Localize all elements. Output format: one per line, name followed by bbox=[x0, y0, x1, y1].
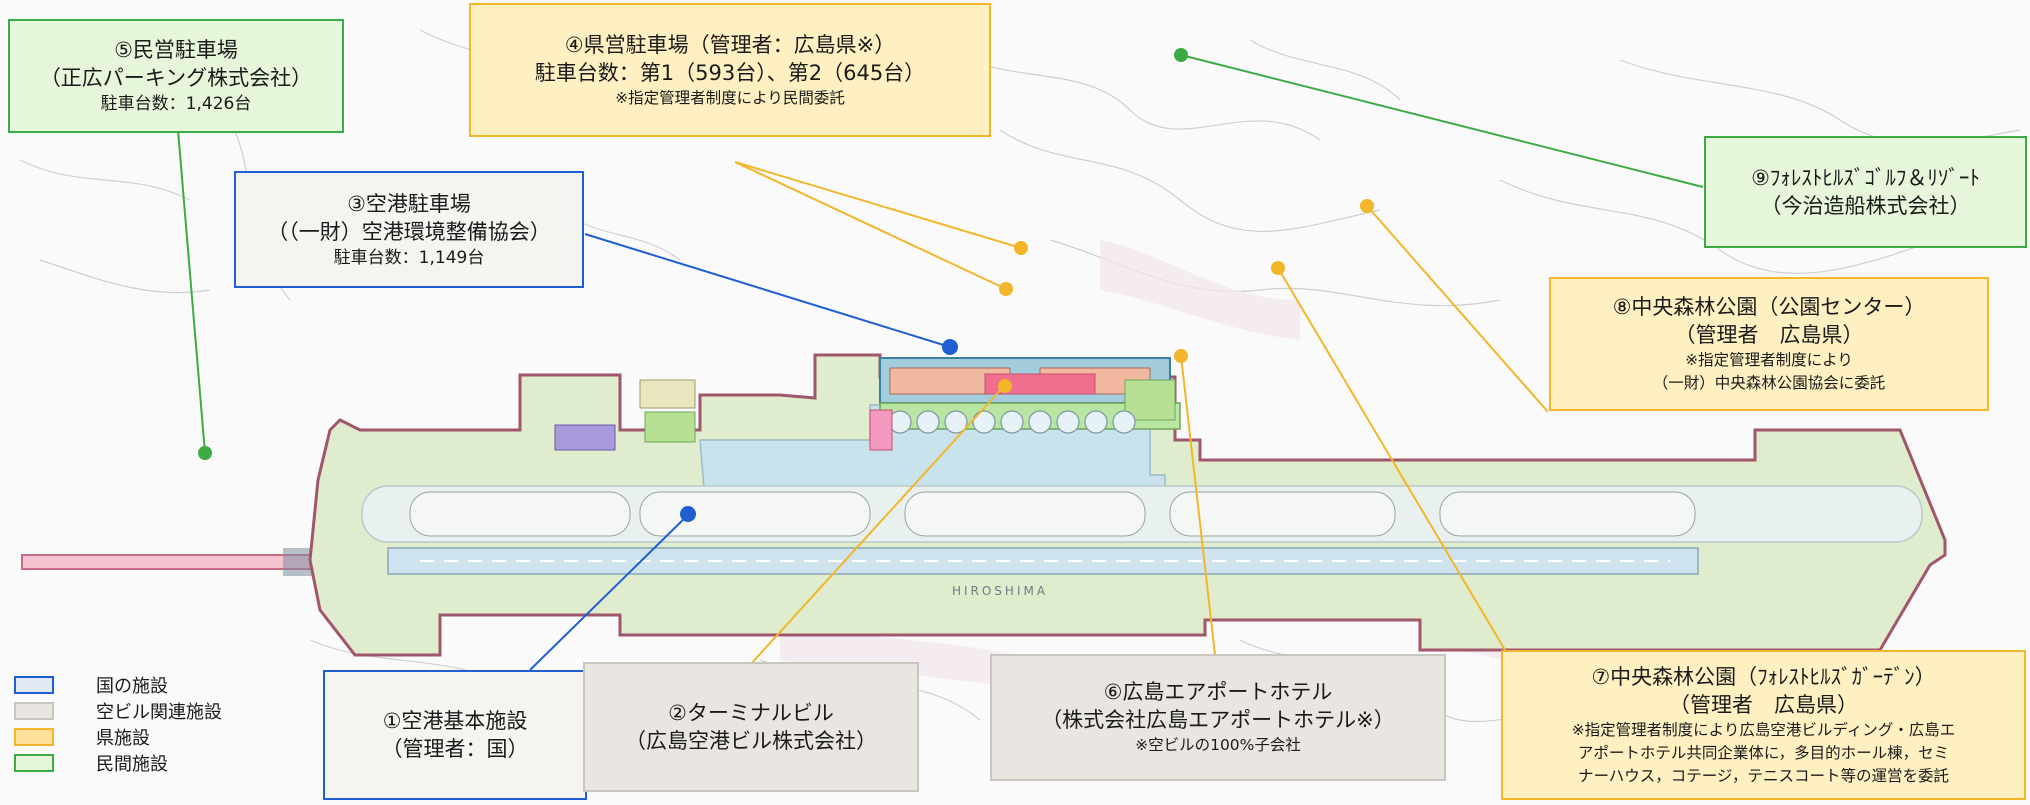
callout-7-note1: ※指定管理者制度により広島空港ビルディング・広島エ bbox=[1571, 720, 1956, 739]
legend-label: 民間施設 bbox=[96, 754, 168, 775]
callout-8-manager: （管理者 広島県） bbox=[1674, 323, 1864, 347]
legend-swatch-terminal bbox=[14, 702, 54, 720]
legend: 国の施設 空ビル関連施設 県施設 民間施設 bbox=[14, 672, 314, 776]
callout-5-detail: 駐車台数：1,426台 bbox=[100, 94, 252, 114]
callout-2-title: ②ターミナルビル bbox=[668, 701, 834, 725]
callout-7-manager: （管理者 広島県） bbox=[1669, 692, 1858, 717]
legend-swatch-private bbox=[14, 754, 54, 772]
marker-5 bbox=[198, 446, 212, 460]
terminal-building bbox=[984, 373, 1096, 395]
callout-8-title: ⑧中央森林公園（公園センター） bbox=[1612, 295, 1926, 319]
marker-4a bbox=[1014, 241, 1028, 255]
gate-bays bbox=[888, 410, 1136, 434]
callout-park-center: ⑧中央森林公園（公園センター） （管理者 広島県） ※指定管理者制度により （一… bbox=[1549, 277, 1989, 411]
callout-4-title: ④県営駐車場（管理者：広島県※） bbox=[564, 32, 896, 57]
callout-9-title: ⑨ﾌｫﾚｽﾄﾋﾙｽﾞｺﾞﾙﾌ＆ﾘｿﾞｰﾄ bbox=[1751, 166, 1980, 190]
legend-item-prefecture: 県施設 bbox=[14, 724, 314, 750]
callout-6-note: ※空ビルの100%子会社 bbox=[1135, 736, 1301, 754]
callout-6-title: ⑥広島エアポートホテル bbox=[1103, 680, 1333, 704]
callout-5-title: ⑤民営駐車場 bbox=[114, 38, 238, 62]
facility-markers bbox=[198, 48, 1374, 522]
marker-2 bbox=[998, 379, 1012, 393]
callout-airport-parking: ③空港駐車場 （（一財）空港環境整備協会） 駐車台数：1,149台 bbox=[234, 171, 584, 288]
legend-label: 空ビル関連施設 bbox=[96, 702, 222, 723]
marker-6 bbox=[1174, 349, 1188, 363]
marker-1 bbox=[680, 506, 696, 522]
access-road bbox=[21, 554, 323, 570]
callout-forest-hills-garden: ⑦中央森林公園（ﾌｫﾚｽﾄﾋﾙｽﾞｶﾞｰﾃﾞﾝ） （管理者 広島県） ※指定管理… bbox=[1501, 650, 2026, 800]
callout-prefectural-parking: ④県営駐車場（管理者：広島県※） 駐車台数：第1（593台）、第2（645台） … bbox=[469, 3, 991, 137]
runway-marking: HIROSHIMA bbox=[952, 584, 1048, 598]
callout-1-manager: （管理者：国） bbox=[381, 737, 529, 761]
callout-3-detail: 駐車台数：1,149台 bbox=[333, 247, 485, 268]
callout-private-parking: ⑤民営駐車場 （正広パーキング株式会社） 駐車台数：1,426台 bbox=[8, 19, 344, 133]
marker-9 bbox=[1174, 48, 1188, 62]
callout-6-manager: （株式会社広島エアポートホテル※） bbox=[1041, 708, 1395, 732]
callout-3-manager: （（一財）空港環境整備協会） bbox=[267, 219, 551, 244]
callout-3-title: ③空港駐車場 bbox=[347, 191, 471, 216]
callout-1-title: ①空港基本施設 bbox=[382, 709, 528, 733]
callout-5-manager: （正広パーキング株式会社） bbox=[39, 66, 313, 90]
callout-4-note: ※指定管理者制度により民間委託 bbox=[615, 88, 845, 107]
callout-airport-basic-facilities: ①空港基本施設 （管理者：国） bbox=[323, 670, 587, 800]
legend-label: 県施設 bbox=[96, 728, 150, 749]
callout-7-note2: アポートホテル共同企業体に，多目的ホール棟，セミ bbox=[1577, 743, 1950, 762]
marker-3 bbox=[942, 339, 958, 355]
callout-4-detail: 駐車台数：第1（593台）、第2（645台） bbox=[534, 60, 926, 85]
legend-swatch-prefecture bbox=[14, 728, 54, 746]
legend-item-terminal: 空ビル関連施設 bbox=[14, 698, 314, 724]
marker-4b bbox=[999, 282, 1013, 296]
legend-item-private: 民間施設 bbox=[14, 750, 314, 776]
legend-swatch-national bbox=[14, 676, 54, 694]
marker-7 bbox=[1271, 261, 1285, 275]
callout-7-note3: ナーハウス，コテージ，テニスコート等の運営を委託 bbox=[1578, 766, 1949, 785]
marker-8 bbox=[1360, 199, 1374, 213]
callout-9-manager: （今治造船株式会社） bbox=[1760, 194, 1971, 218]
callout-8-note1: ※指定管理者制度により bbox=[1685, 351, 1853, 369]
legend-item-national: 国の施設 bbox=[14, 672, 314, 698]
callout-golf-resort: ⑨ﾌｫﾚｽﾄﾋﾙｽﾞｺﾞﾙﾌ＆ﾘｿﾞｰﾄ （今治造船株式会社） bbox=[1704, 136, 2027, 248]
callout-8-note2: （一財）中央森林公園協会に委託 bbox=[1652, 374, 1886, 392]
taxiway-segments bbox=[409, 491, 1696, 537]
leader-lines bbox=[177, 54, 1704, 671]
callout-2-manager: （広島空港ビル株式会社） bbox=[625, 729, 877, 753]
callout-7-title: ⑦中央森林公園（ﾌｫﾚｽﾄﾋﾙｽﾞｶﾞｰﾃﾞﾝ） bbox=[1591, 664, 1936, 689]
callout-airport-hotel: ⑥広島エアポートホテル （株式会社広島エアポートホテル※） ※空ビルの100%子… bbox=[990, 654, 1446, 781]
callout-terminal-building: ②ターミナルビル （広島空港ビル株式会社） bbox=[583, 662, 919, 792]
legend-label: 国の施設 bbox=[96, 676, 168, 697]
